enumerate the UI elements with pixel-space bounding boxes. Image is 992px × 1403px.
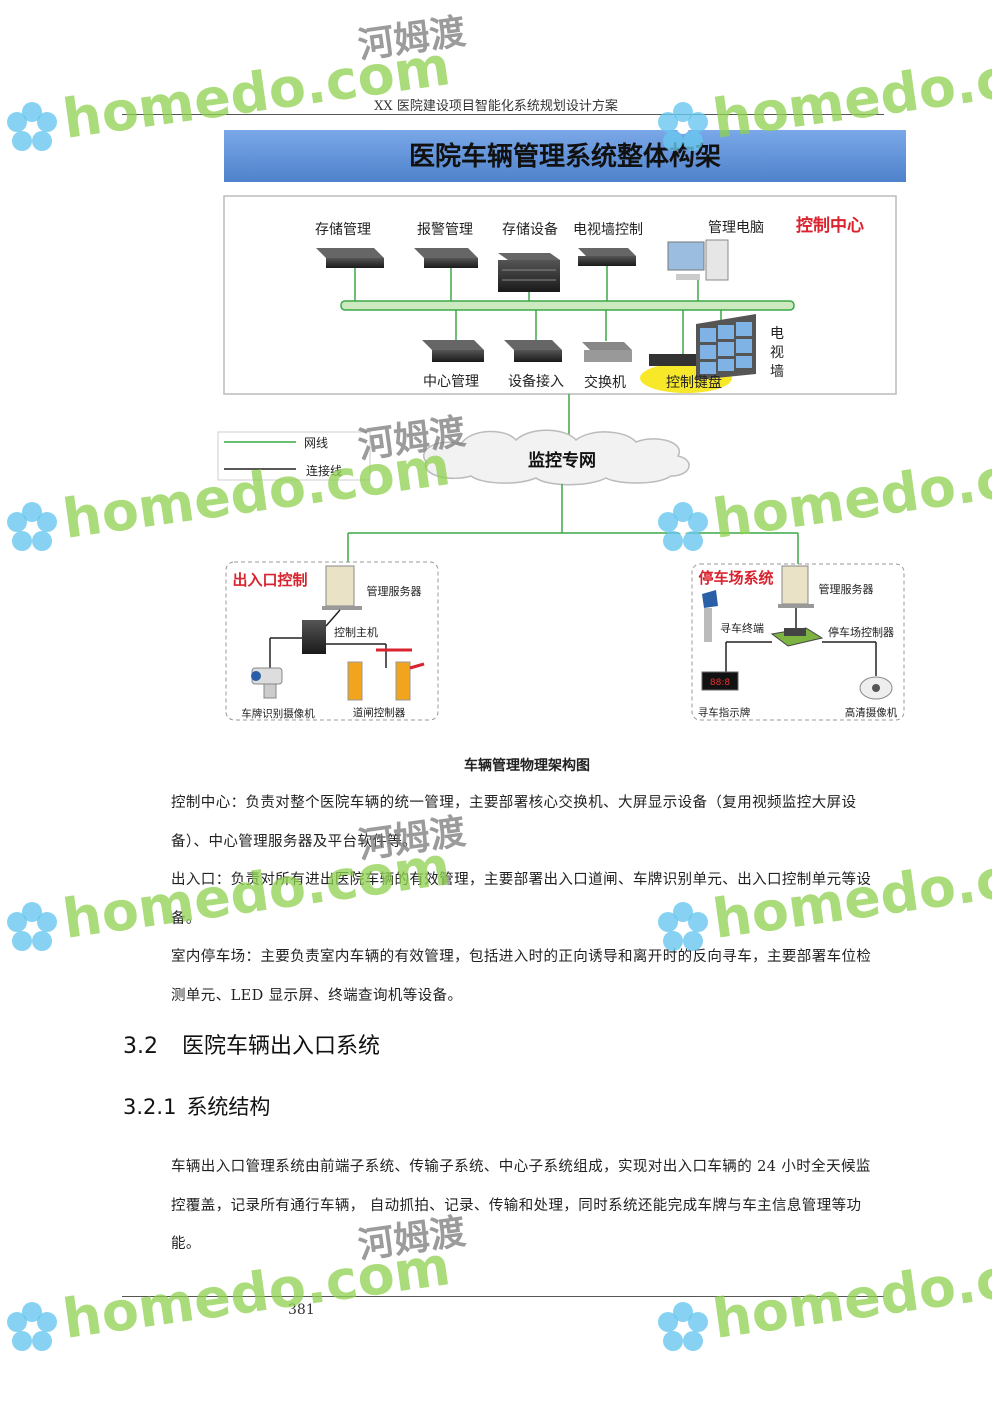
device-label-device-access: 设备接入: [508, 373, 564, 390]
architecture-diagram: 医院车辆管理系统整体构架 控制中心 存储管理 报警管理 存储设备 电视墙控制 管…: [217, 130, 906, 721]
parking-title: 停车场系统: [698, 569, 773, 587]
paragraph-system-structure: 车辆出入口管理系统由前端子系统、传输子系统、中心子系统组成，实现对出入口车辆的 …: [171, 1159, 871, 1252]
header-title: XX 医院建设项目智能化系统规划设计方案: [374, 99, 618, 114]
parking-server-label: 管理服务器: [819, 582, 874, 596]
plate-camera-icon: [251, 667, 283, 699]
network-bus: [340, 300, 795, 311]
search-sign-icon: 88:8: [701, 671, 739, 691]
plate-camera-label: 车牌识别摄像机: [241, 707, 315, 720]
parking-controller-icon: [770, 627, 824, 647]
tv-wall-label-3: 墙: [770, 364, 784, 380]
control-host-icon: [302, 620, 326, 654]
section-title: 医院车辆出入口系统: [182, 1034, 381, 1059]
watermark-flower-icon: [658, 1302, 708, 1351]
watermark-flower-icon: [7, 1302, 57, 1351]
bus-connectors: [354, 266, 722, 356]
search-terminal-label: 寻车终端: [720, 621, 764, 635]
entrance-server-icon: [322, 565, 362, 610]
tvwall-control-device-icon: [578, 248, 636, 266]
parking-links: [725, 608, 877, 676]
mgmt-pc-icon: [667, 239, 729, 281]
search-terminal-icon: [702, 590, 718, 642]
hd-camera-label: 高清摄像机: [845, 706, 898, 719]
svg-text:88:8: 88:8: [710, 678, 730, 688]
switch-device-icon: [582, 342, 632, 362]
legend-link-label: 连接线: [306, 463, 342, 478]
subsection-title: 系统结构: [186, 1095, 271, 1119]
device-label-tvwall-control: 电视墙控制: [573, 222, 643, 238]
center-mgmt-device-icon: [422, 340, 484, 362]
section-number: 3.2: [123, 1034, 158, 1059]
watermark-cn: 河姆渡: [356, 11, 469, 67]
tv-wall-label-2: 视: [770, 345, 784, 361]
page-number: 381: [288, 1302, 315, 1318]
control-center-title: 控制中心: [796, 215, 864, 236]
entrance-links: [269, 609, 387, 668]
device-label-storage-device: 存储设备: [502, 221, 558, 238]
storage-device-icon: [498, 253, 560, 292]
paragraph-control-center: 控制中心：负责对整个医院车辆的统一管理，主要部署核心交换机、大屏显示设备（复用视…: [171, 795, 857, 850]
search-sign-label: 寻车指示牌: [698, 706, 751, 719]
device-label-storage-mgmt: 存储管理: [315, 222, 371, 238]
legend: [217, 431, 371, 481]
watermark-flower-icon: [7, 902, 57, 951]
control-host-label: 控制主机: [334, 625, 378, 639]
title-banner: [224, 130, 906, 182]
device-label-switch: 交换机: [584, 374, 626, 391]
header-divider: [122, 114, 884, 115]
paragraph-indoor-parking: 室内停车场：主要负责室内车辆的有效管理，包括进入时的正向诱导和离开时的反向寻车，…: [171, 949, 872, 1004]
hd-camera-icon: [859, 676, 893, 700]
barrier-gate-icon: [347, 648, 425, 701]
entrance-server-label: 管理服务器: [367, 584, 422, 598]
device-label-center-mgmt: 中心管理: [423, 374, 479, 390]
tv-wall-label-1: 电: [770, 326, 784, 342]
device-label-alarm-mgmt: 报警管理: [417, 222, 473, 238]
watermark-flower-icon: [7, 502, 57, 551]
branch-lines: [347, 484, 799, 573]
subsection-heading: 3.2.1 系统结构: [123, 1091, 270, 1121]
paragraph-entrance: 出入口：负责对所有进出医院车辆的有效管理，主要部署出入口道闸、车牌识别单元、出入…: [171, 872, 872, 927]
device-label-mgmt-pc: 管理电脑: [708, 220, 764, 236]
banner-title: 医院车辆管理系统整体构架: [409, 141, 721, 172]
section-heading: 3.2 医院车辆出入口系统: [123, 1028, 380, 1060]
entrance-title: 出入口控制: [232, 571, 307, 589]
subsection-number: 3.2.1: [123, 1095, 177, 1119]
figure-caption: 车辆管理物理架构图: [464, 758, 590, 774]
device-label-control-keyboard: 控制键盘: [666, 374, 722, 391]
network-cloud: [423, 429, 690, 486]
alarm-mgmt-device-icon: [414, 248, 478, 268]
tv-wall-icon: [696, 314, 756, 380]
barrier-gate-label: 道闸控制器: [353, 706, 406, 719]
legend-net-label: 网线: [304, 436, 328, 450]
network-label: 监控专网: [528, 450, 596, 471]
footer-divider: [122, 1296, 884, 1297]
device-access-icon: [504, 340, 562, 362]
parking-server-icon: [778, 565, 814, 608]
parking-controller-label: 停车场控制器: [828, 625, 894, 639]
storage-mgmt-device-icon: [316, 248, 384, 268]
